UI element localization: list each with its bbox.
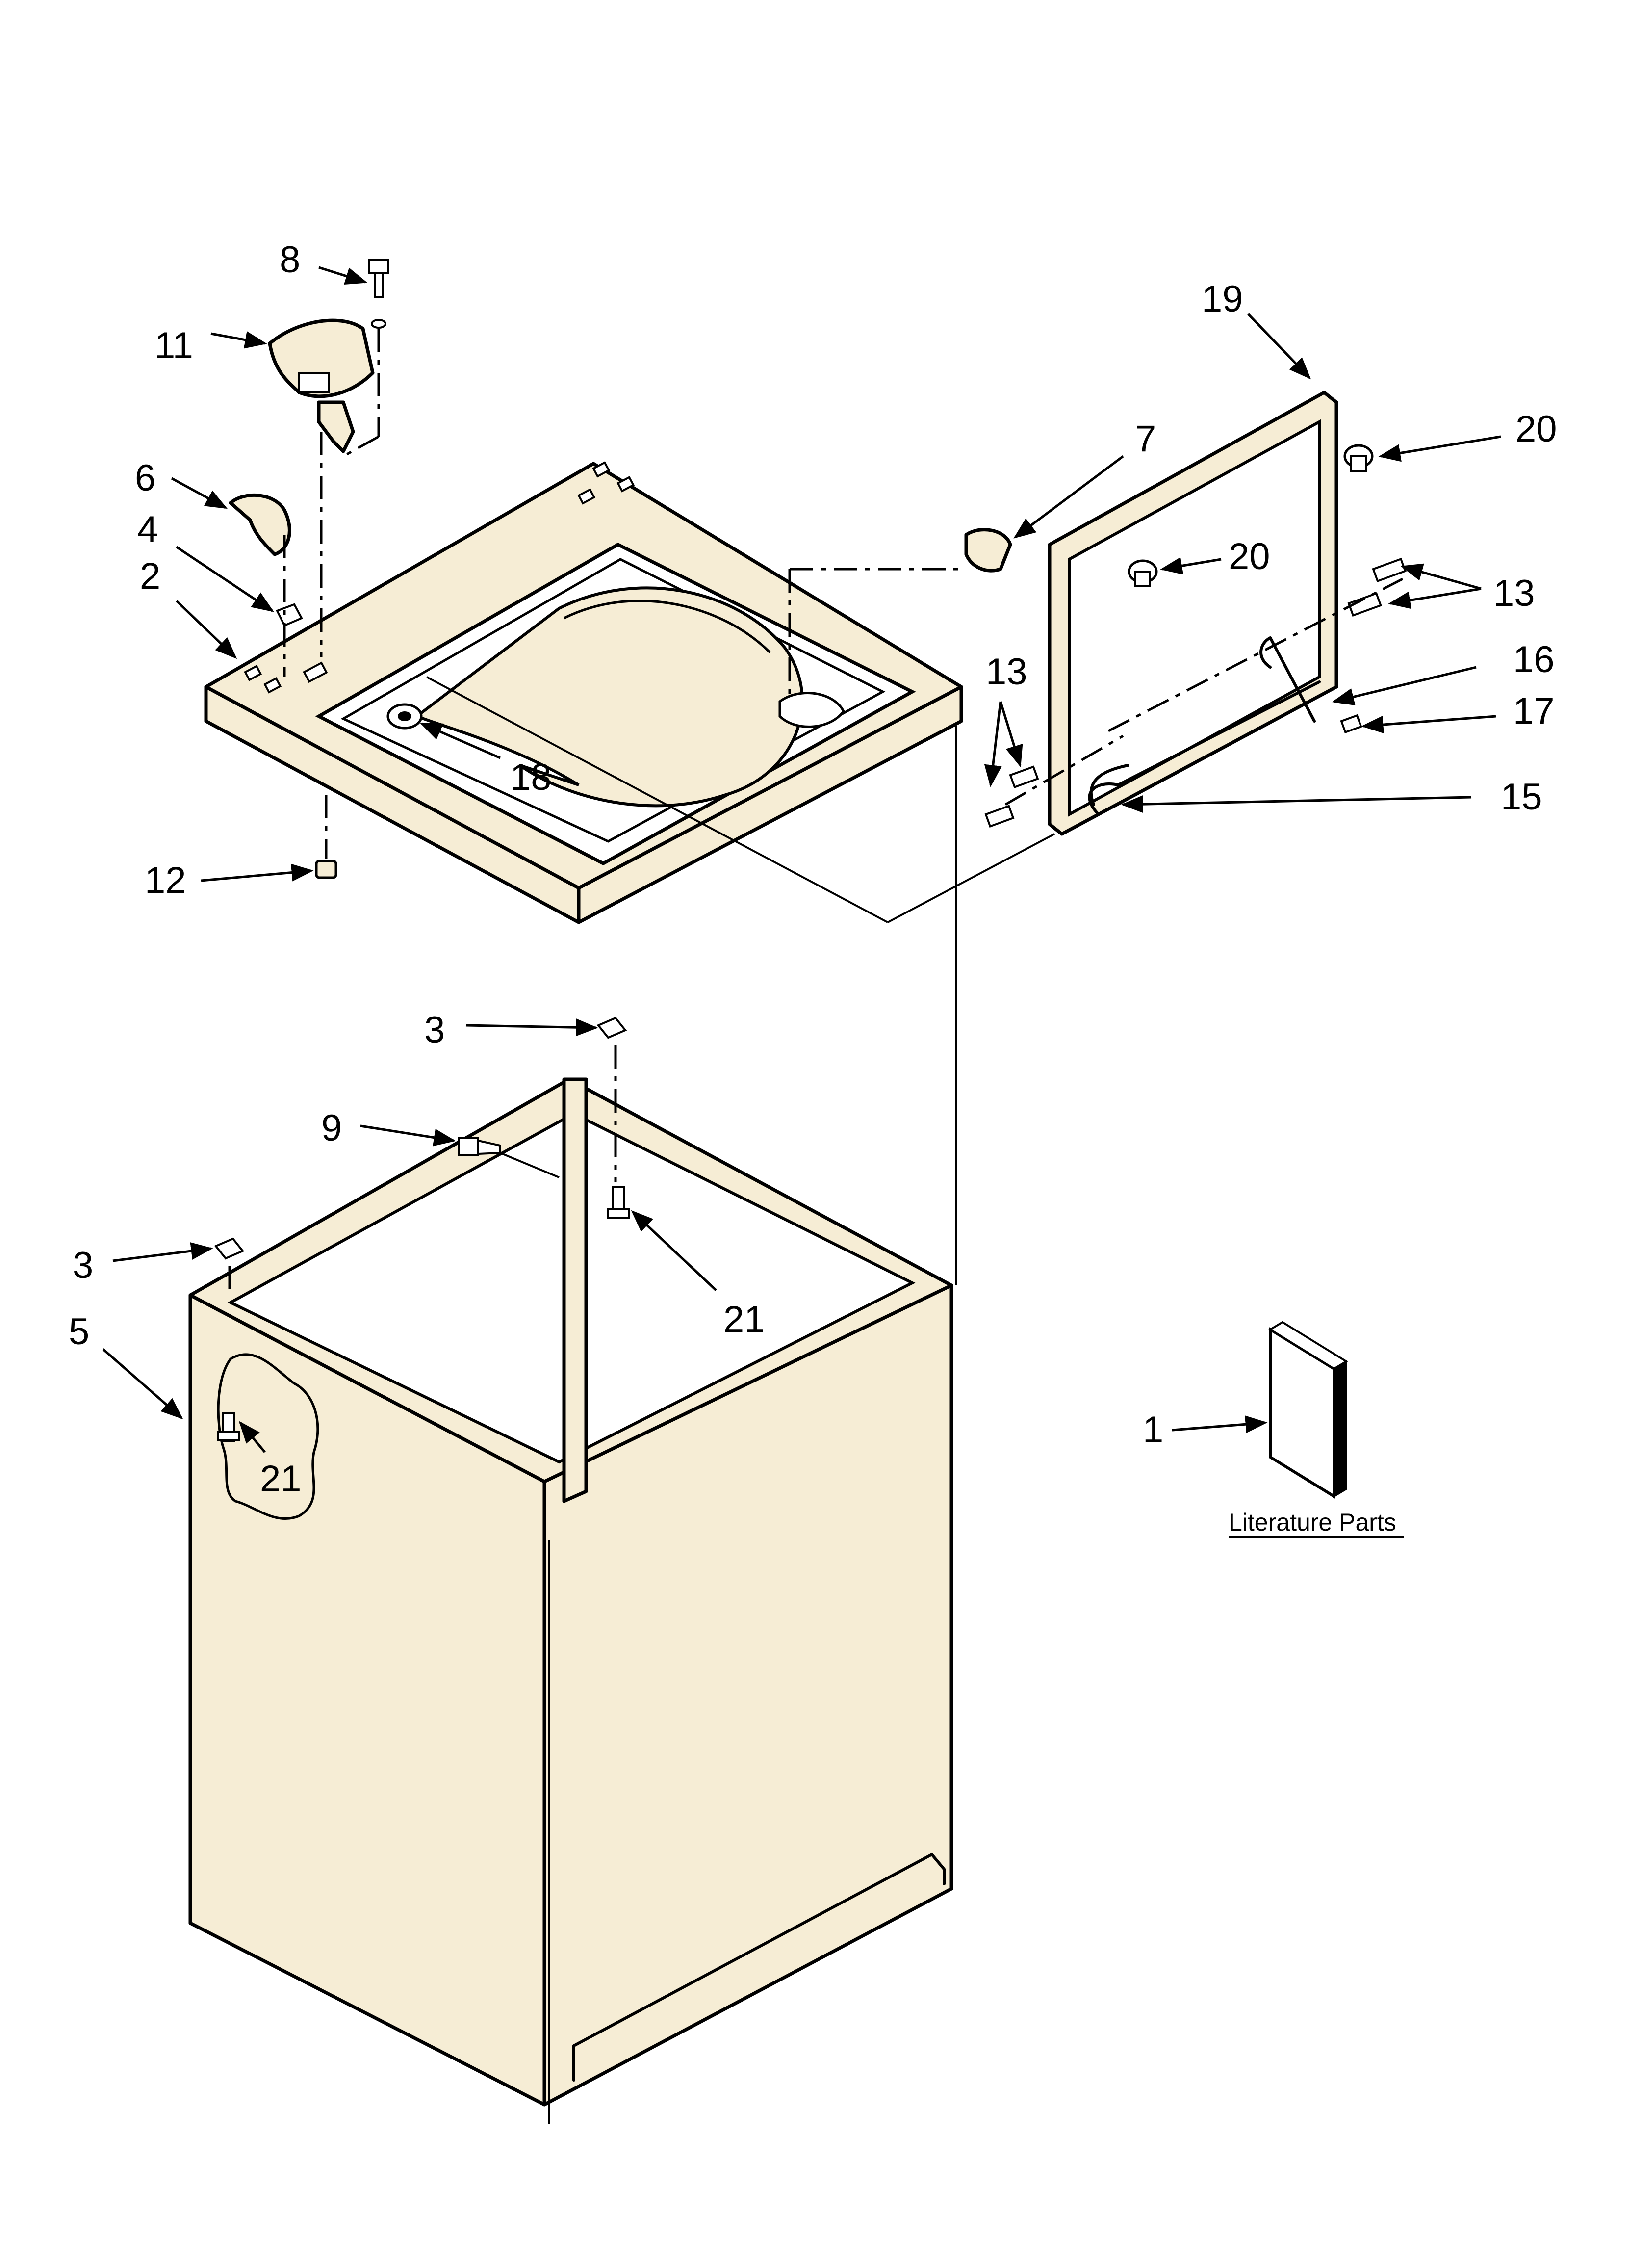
cabinet	[188, 1077, 953, 2107]
alignment-lines	[228, 329, 1404, 2124]
nut-4	[276, 603, 303, 627]
callout-9: 9	[321, 1107, 342, 1149]
callouts: 8 11 6 4 2 12 18 7 19 20 20 13 13 16 17 …	[69, 239, 1557, 1538]
callout-16: 16	[1513, 639, 1555, 680]
callout-21-cabinet: 21	[260, 1458, 302, 1500]
callout-12: 12	[145, 860, 186, 901]
callout-5: 5	[69, 1311, 89, 1353]
callout-3-upper: 3	[424, 1009, 445, 1051]
callout-2: 2	[140, 555, 160, 597]
lid-switch	[268, 318, 375, 453]
literature-parts-book	[1268, 1321, 1348, 1499]
lid	[1048, 391, 1338, 836]
callout-13-right: 13	[1493, 573, 1535, 614]
callout-4: 4	[137, 509, 158, 550]
clip-6	[229, 493, 291, 556]
callout-15: 15	[1501, 776, 1542, 818]
callout-13-left: 13	[986, 651, 1027, 693]
clip-3-left	[214, 1237, 245, 1260]
callout-19: 19	[1202, 278, 1243, 320]
callout-20-lower: 20	[1229, 536, 1270, 577]
hinge-screw-13	[984, 557, 1407, 828]
callout-18: 18	[510, 756, 552, 798]
literature-parts-label: Literature Parts	[1229, 1509, 1396, 1536]
callout-3-left: 3	[73, 1245, 93, 1286]
clip-3-upper	[596, 1017, 627, 1039]
callout-6: 6	[135, 457, 155, 499]
callout-1: 1	[1143, 1409, 1163, 1451]
leader-arrows	[102, 266, 1501, 1453]
bumper-18	[386, 703, 423, 730]
screw-8	[368, 259, 389, 329]
callout-7: 7	[1135, 418, 1156, 460]
nut-12	[315, 860, 337, 879]
lid-bumper-20-lower	[1128, 559, 1158, 587]
screw-21-upper	[607, 1186, 630, 1219]
callout-17: 17	[1513, 690, 1555, 732]
washer-top	[204, 461, 963, 924]
callout-20-upper: 20	[1515, 408, 1557, 450]
screw-17	[1340, 714, 1362, 734]
screw-21-cabinet	[217, 1412, 240, 1442]
callout-11: 11	[154, 325, 193, 366]
lid-bumper-7	[964, 528, 1012, 573]
callout-21-upper: 21	[723, 1299, 765, 1340]
callout-8: 8	[280, 239, 300, 281]
lid-bumper-20-upper	[1343, 444, 1374, 472]
